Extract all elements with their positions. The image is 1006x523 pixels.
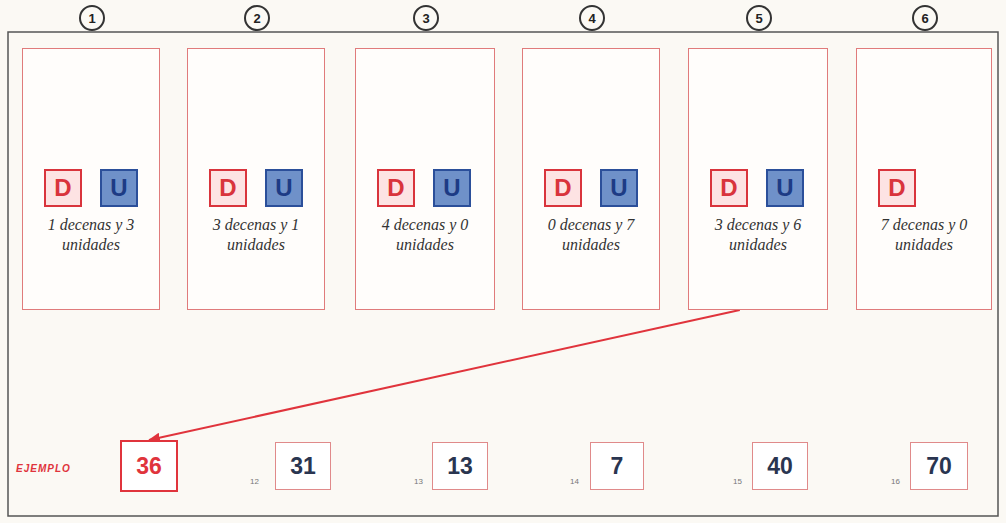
number-text: 13 <box>447 453 473 480</box>
units-square: U <box>433 169 471 207</box>
callout-number: 3 <box>422 11 429 26</box>
example-arrow <box>149 310 740 440</box>
number-text: 31 <box>290 453 316 480</box>
item-number: 15 <box>733 477 742 486</box>
answer-box: 70 <box>910 442 968 490</box>
abacus-card: 11 decenas y 3 unidadesDU <box>22 48 160 310</box>
number-text: 70 <box>926 453 952 480</box>
answer-box: 40 <box>752 442 808 490</box>
item-number: 16 <box>891 477 900 486</box>
place-letter: D <box>720 174 737 202</box>
place-value-text: 4 decenas y 0 unidades <box>382 216 469 253</box>
card-caption: 3 decenas y 6 unidades <box>697 215 819 255</box>
units-square: U <box>100 169 138 207</box>
tens-square: D <box>878 169 916 207</box>
label: 16 <box>891 470 900 488</box>
callout-number: 6 <box>921 11 928 26</box>
answer-box: 13 <box>432 442 488 490</box>
place-letter: D <box>888 174 905 202</box>
place-letter: U <box>776 174 793 202</box>
callout-number: 2 <box>253 11 260 26</box>
example-label: EJEMPLO <box>16 463 71 474</box>
place-letter: D <box>554 174 571 202</box>
answer-box: 31 <box>275 442 331 490</box>
item-number: 13 <box>414 477 423 486</box>
abacus-card: 53 decenas y 6 unidadesDU <box>688 48 828 310</box>
card-caption: 4 decenas y 0 unidades <box>364 215 486 255</box>
callout-number: 1 <box>88 11 95 26</box>
place-letter: D <box>54 174 71 202</box>
tens-square: D <box>710 169 748 207</box>
place-letter: U <box>443 174 460 202</box>
units-square: U <box>766 169 804 207</box>
callout-number: 5 <box>755 11 762 26</box>
answer-box: 7 <box>590 442 644 490</box>
frame <box>8 32 998 516</box>
label: 13 <box>414 470 423 488</box>
place-value-text: 0 decenas y 7 unidades <box>548 216 635 253</box>
card-caption: 7 decenas y 0 unidades <box>865 215 983 255</box>
callout-circle: 1 <box>79 5 105 31</box>
number-text: 36 <box>136 453 162 480</box>
units-square: U <box>265 169 303 207</box>
label: EJEMPLO <box>16 458 71 476</box>
place-letter: D <box>219 174 236 202</box>
place-letter: U <box>110 174 127 202</box>
label: 14 <box>570 470 579 488</box>
answer-box: 36 <box>120 440 178 492</box>
tens-square: D <box>44 169 82 207</box>
card-caption: 1 decenas y 3 unidades <box>31 215 151 255</box>
abacus-card: 40 decenas y 7 unidadesDU <box>522 48 660 310</box>
callout-circle: 2 <box>244 5 270 31</box>
card-caption: 0 decenas y 7 unidades <box>531 215 651 255</box>
label: 12 <box>250 470 259 488</box>
tens-square: D <box>209 169 247 207</box>
abacus-card: 34 decenas y 0 unidadesDU <box>355 48 495 310</box>
tens-square: D <box>377 169 415 207</box>
place-value-text: 3 decenas y 1 unidades <box>213 216 300 253</box>
item-number: 12 <box>250 477 259 486</box>
callout-number: 4 <box>588 11 595 26</box>
place-value-text: 1 decenas y 3 unidades <box>48 216 135 253</box>
abacus-card: 23 decenas y 1 unidadesDU <box>187 48 325 310</box>
place-letter: U <box>610 174 627 202</box>
callout-circle: 5 <box>746 5 772 31</box>
callout-circle: 4 <box>579 5 605 31</box>
item-number: 14 <box>570 477 579 486</box>
label: 15 <box>733 470 742 488</box>
units-square: U <box>600 169 638 207</box>
place-letter: D <box>387 174 404 202</box>
callout-circle: 3 <box>413 5 439 31</box>
abacus-card: 67 decenas y 0 unidadesD <box>856 48 992 310</box>
place-value-text: 7 decenas y 0 unidades <box>881 216 968 253</box>
number-text: 40 <box>767 453 793 480</box>
number-text: 7 <box>611 453 624 480</box>
callout-circle: 6 <box>912 5 938 31</box>
tens-square: D <box>544 169 582 207</box>
place-letter: U <box>275 174 292 202</box>
card-caption: 3 decenas y 1 unidades <box>196 215 316 255</box>
place-value-text: 3 decenas y 6 unidades <box>715 216 802 253</box>
